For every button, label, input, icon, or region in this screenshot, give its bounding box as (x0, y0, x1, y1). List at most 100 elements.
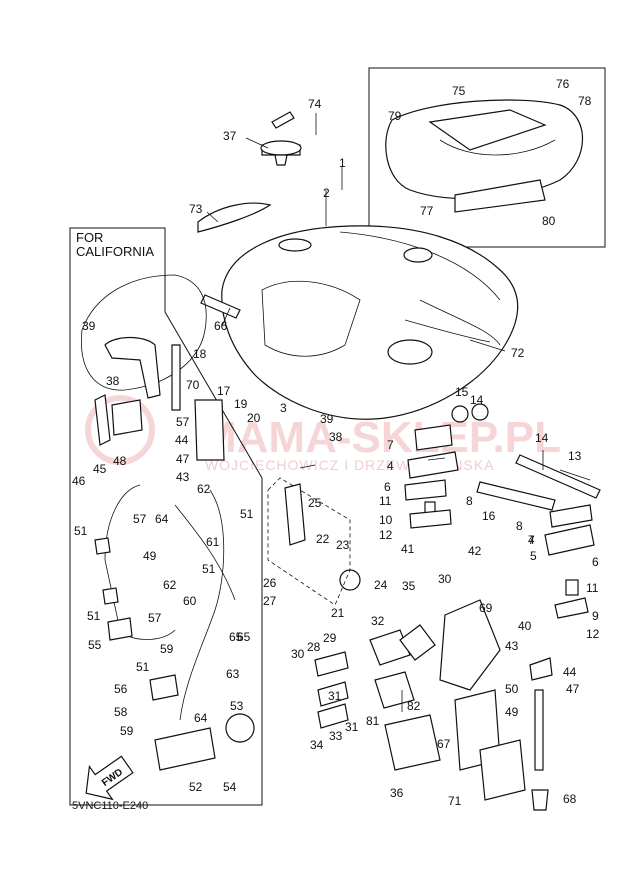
callout-43b: 43 (505, 639, 519, 653)
callout-57b: 57 (133, 512, 147, 526)
callout-71: 71 (448, 794, 462, 808)
callout-61: 61 (206, 535, 220, 549)
callout-33: 33 (329, 729, 343, 743)
callout-42: 42 (468, 544, 482, 558)
tube (200, 294, 241, 319)
callout-79: 79 (388, 109, 402, 123)
callout-62b: 62 (163, 578, 177, 592)
callout-12: 12 (379, 528, 393, 542)
callout-82: 82 (407, 699, 421, 713)
fuel-cap (260, 111, 302, 166)
callout-60: 60 (183, 594, 197, 608)
callout-26: 26 (263, 576, 277, 590)
callout-57: 57 (176, 415, 190, 429)
callout-11b: 11 (586, 581, 599, 595)
callout-40: 40 (518, 619, 532, 633)
callout-39b: 39 (320, 412, 334, 426)
drawing-code: 5VNC110-E240 (72, 800, 148, 812)
callout-8: 8 (466, 494, 473, 508)
petcock-assembly-box (267, 477, 351, 606)
callout-44: 44 (175, 433, 189, 447)
callout-30b: 30 (438, 572, 452, 586)
callout-13: 13 (568, 449, 582, 463)
callout-48: 48 (113, 454, 127, 468)
callout-51c: 51 (202, 562, 216, 576)
inset-title-for: FOR (76, 230, 103, 245)
callout-67: 67 (437, 737, 451, 751)
california-inset-frame (69, 227, 263, 806)
callout-31b: 31 (345, 720, 359, 734)
callout-59b: 59 (160, 642, 174, 656)
callout-49: 49 (143, 549, 157, 563)
callout-51e: 51 (136, 660, 150, 674)
callout-21: 21 (331, 606, 345, 620)
callout-51b: 51 (240, 507, 254, 521)
callout-72: 72 (511, 346, 525, 360)
callout-38b: 38 (329, 430, 343, 444)
callout-49b: 49 (505, 705, 519, 719)
callout-41: 41 (401, 542, 415, 556)
callout-32: 32 (371, 614, 385, 628)
callout-64b: 64 (194, 711, 208, 725)
callout-20: 20 (247, 411, 261, 425)
callout-labels: 1 2 3 4 4 5 6 6 7 7 8 8 9 10 11 11 12 12… (72, 77, 600, 808)
callout-54: 54 (223, 780, 237, 794)
callout-44b: 44 (563, 665, 577, 679)
callout-63: 63 (226, 667, 240, 681)
watermark-main-text: MAMA-SKLEP.PL (200, 413, 561, 462)
callout-51: 51 (74, 524, 88, 538)
callout-30: 30 (291, 647, 305, 661)
callout-47b: 47 (566, 682, 580, 696)
callout-46: 46 (72, 474, 86, 488)
tank-pad-parts (385, 99, 583, 213)
callout-6: 6 (384, 480, 391, 494)
callout-81: 81 (366, 714, 380, 728)
callout-76: 76 (556, 77, 570, 91)
fuel-system-parts (314, 569, 553, 811)
callout-1: 1 (339, 156, 346, 170)
callout-27: 27 (263, 594, 277, 608)
callout-7: 7 (387, 438, 394, 452)
callout-11: 11 (379, 494, 392, 508)
callout-70: 70 (186, 378, 200, 392)
callout-55: 55 (88, 638, 102, 652)
callout-66: 66 (214, 319, 228, 333)
callout-31: 31 (328, 689, 342, 703)
callout-36: 36 (390, 786, 404, 800)
callout-68: 68 (563, 792, 577, 806)
callout-24: 24 (374, 578, 388, 592)
callout-8b: 8 (516, 519, 523, 533)
tank-decal (197, 202, 272, 233)
callout-19: 19 (234, 397, 248, 411)
callout-74: 74 (308, 97, 322, 111)
callout-4: 4 (387, 459, 394, 473)
callout-18: 18 (193, 347, 207, 361)
callout-14b: 14 (535, 431, 549, 445)
callout-77: 77 (420, 204, 434, 218)
callout-23: 23 (336, 538, 350, 552)
callout-64: 64 (155, 512, 169, 526)
inset-title-california: CALIFORNIA (76, 244, 154, 259)
callout-51d: 51 (87, 609, 101, 623)
callout-59: 59 (120, 724, 134, 738)
callout-34: 34 (310, 738, 324, 752)
callout-6b: 6 (592, 555, 599, 569)
callout-50: 50 (505, 682, 519, 696)
callout-9: 9 (592, 609, 599, 623)
callout-28: 28 (307, 640, 321, 654)
callout-17: 17 (217, 384, 231, 398)
callout-65b: 65 (237, 630, 251, 644)
callout-12b: 12 (586, 627, 600, 641)
callout-15: 15 (455, 385, 469, 399)
callout-7b: 7 (528, 533, 535, 547)
callout-80: 80 (542, 214, 556, 228)
callout-75: 75 (452, 84, 466, 98)
callout-65: 65 (229, 630, 243, 644)
leader-lines (206, 113, 591, 712)
callout-38: 38 (106, 374, 120, 388)
callout-78: 78 (578, 94, 592, 108)
callout-37: 37 (223, 129, 237, 143)
callout-56: 56 (114, 682, 128, 696)
california-parts (81, 274, 255, 771)
callout-16: 16 (482, 509, 496, 523)
